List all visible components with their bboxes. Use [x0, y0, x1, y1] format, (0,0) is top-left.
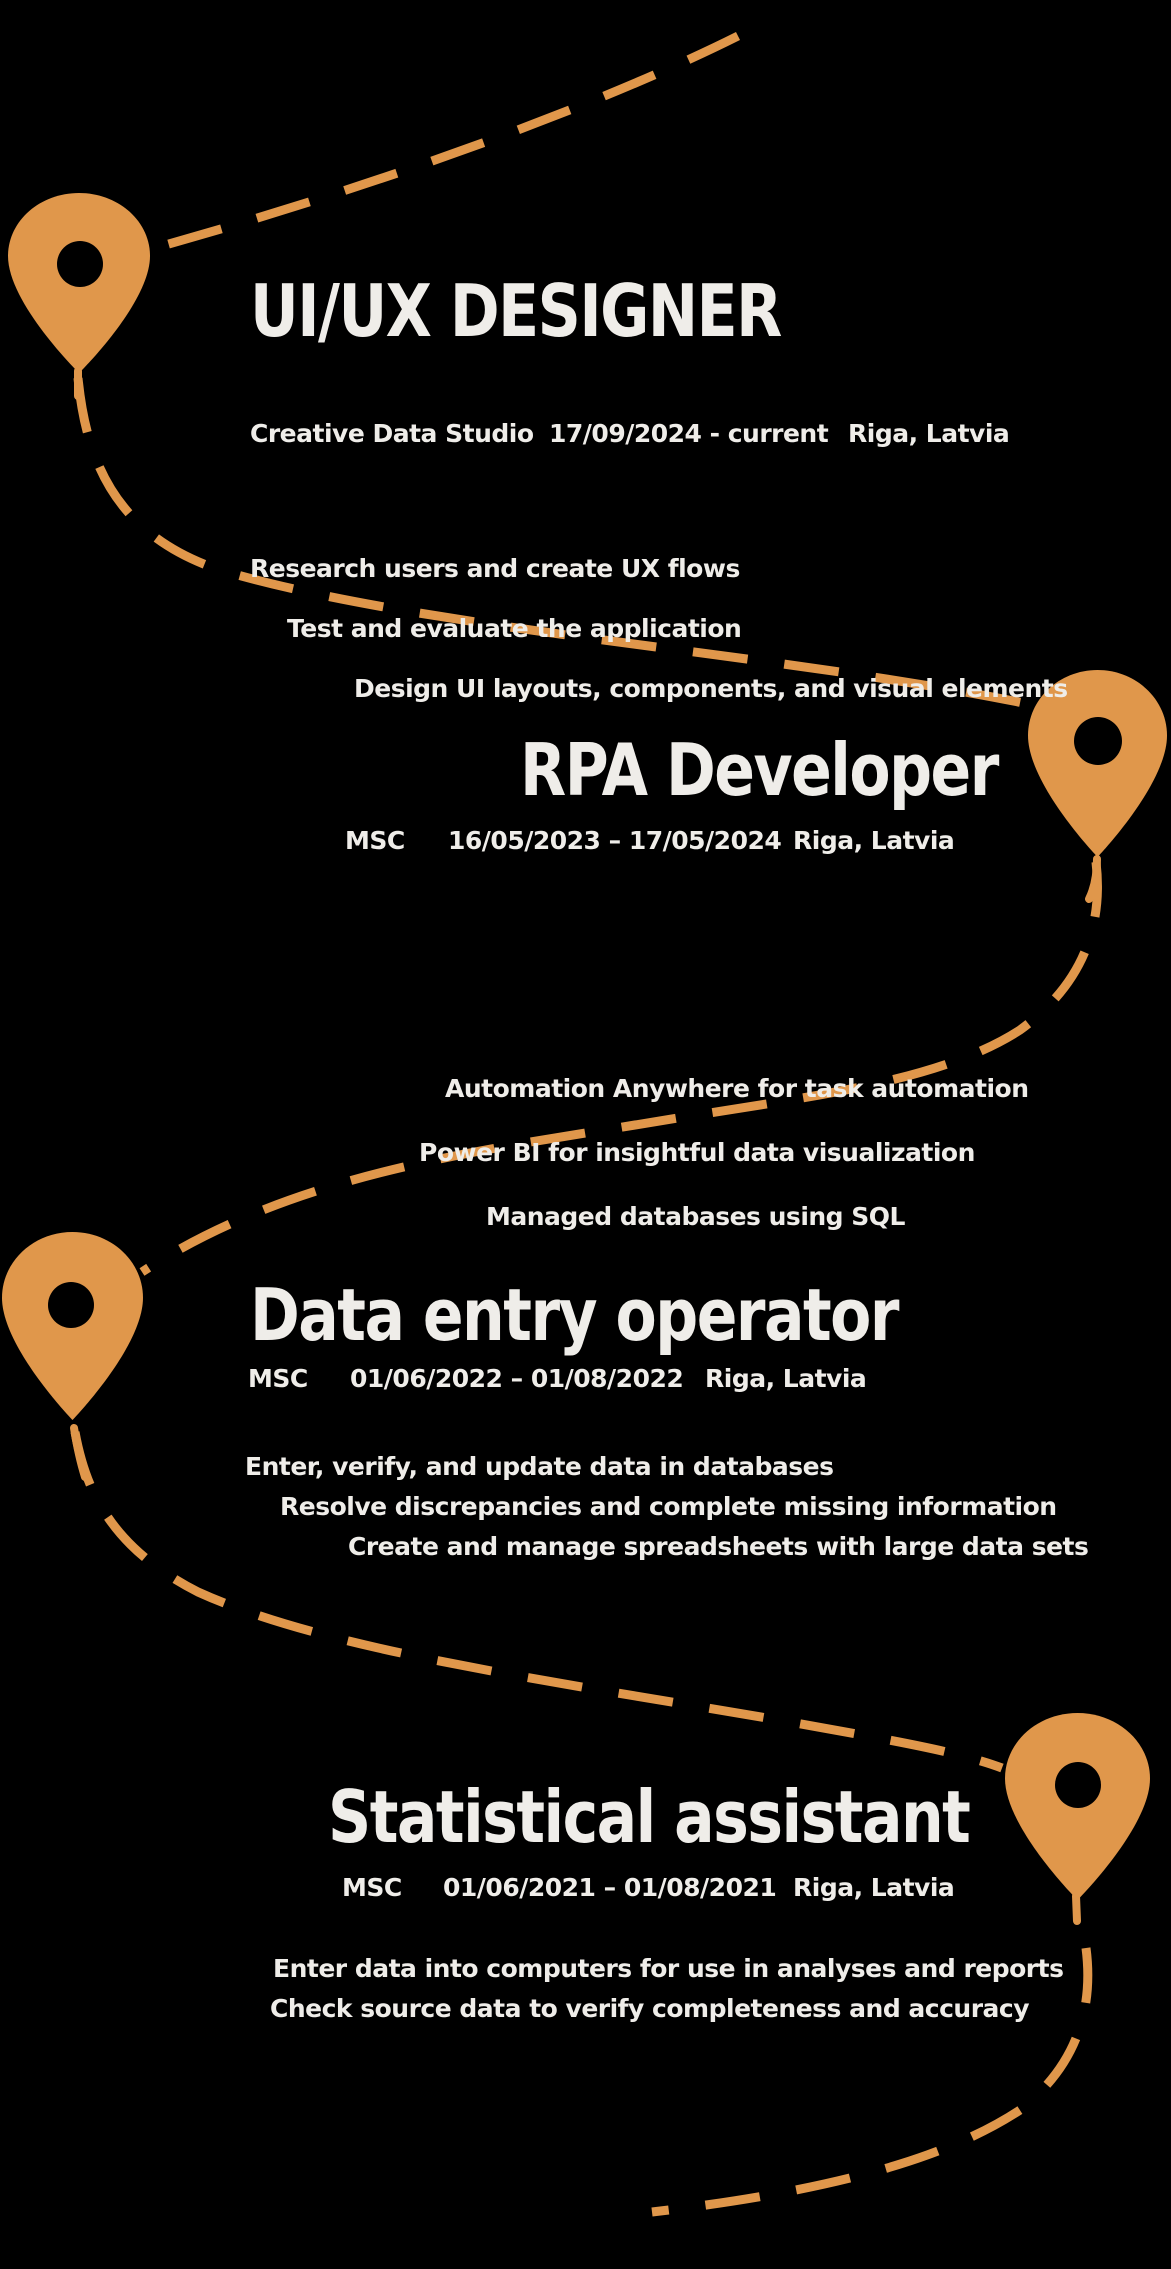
- job-2-bullet-2: Power BI for insightful data visualizati…: [419, 1138, 975, 1167]
- location-pin-icon-3: [1, 1232, 143, 1420]
- job-3-location: Riga, Latvia: [705, 1364, 867, 1393]
- job-1-bullet-3: Design UI layouts, components, and visua…: [354, 674, 1068, 703]
- job-1-company: Creative Data Studio: [250, 419, 534, 448]
- job-4-bullet-1: Enter data into computers for use in ana…: [273, 1954, 1064, 1983]
- job-3-dates: 01/06/2022 – 01/08/2022: [350, 1364, 684, 1393]
- job-2-dates: 16/05/2023 – 17/05/2024: [448, 826, 782, 855]
- job-2-title: RPA Developer: [520, 729, 999, 813]
- job-2-location: Riga, Latvia: [793, 826, 955, 855]
- job-1-bullet-2: Test and evaluate the application: [287, 614, 742, 643]
- job-3-company: MSC: [248, 1364, 308, 1393]
- job-2-bullet-3: Managed databases using SQL: [486, 1202, 905, 1231]
- job-4-title: Statistical assistant: [328, 1776, 971, 1860]
- job-4-bullet-2: Check source data to verify completeness…: [270, 1994, 1030, 2023]
- job-1-bullet-1: Research users and create UX flows: [250, 554, 740, 583]
- pin-tails: [70, 367, 1101, 1925]
- job-3-bullet-2: Resolve discrepancies and complete missi…: [280, 1492, 1057, 1521]
- location-pin-icon-4: [1004, 1713, 1150, 1900]
- location-pin-icon-2: [1028, 670, 1168, 857]
- job-3-title: Data entry operator: [250, 1274, 899, 1358]
- job-4-location: Riga, Latvia: [793, 1873, 955, 1902]
- job-3-bullet-1: Enter, verify, and update data in databa…: [245, 1452, 834, 1481]
- job-3-bullet-3: Create and manage spreadsheets with larg…: [348, 1532, 1089, 1561]
- job-2-company: MSC: [345, 826, 405, 855]
- job-4-company: MSC: [342, 1873, 402, 1902]
- job-1-title: UI/UX DESIGNER: [250, 270, 782, 354]
- job-4-dates: 01/06/2021 – 01/08/2021: [443, 1873, 777, 1902]
- timeline-dashed-path: [70, 31, 1102, 2217]
- job-1-location: Riga, Latvia: [848, 419, 1010, 448]
- job-1-dates: 17/09/2024 - current: [549, 419, 829, 448]
- job-2-bullet-1: Automation Anywhere for task automation: [445, 1074, 1029, 1103]
- location-pin-icon-1: [8, 193, 151, 373]
